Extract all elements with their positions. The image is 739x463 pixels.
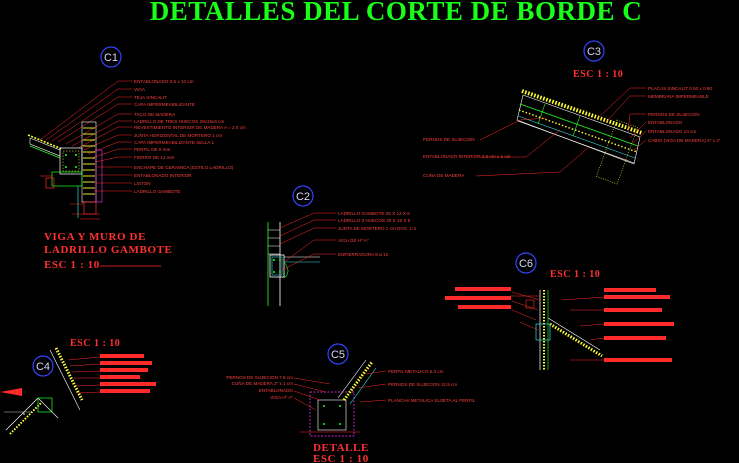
c5-note-left: ENTABLONADO — [259, 388, 294, 393]
c1-note: ENCHAPE DE CERAMICA (ESTILO LADRILLO) — [134, 165, 234, 170]
c3-leader-lines — [475, 87, 647, 177]
detail-c6: C6 ESC 1 : 10 — [445, 252, 674, 370]
c5-note-right: PERNOS DE SUJECION 12.5 cm — [388, 382, 457, 387]
c1-note: LADRILLO GAMBOTE — [134, 189, 180, 194]
c3-scale: ESC 1 : 10 — [573, 69, 623, 80]
c1-notes: ENTABLONADO 2.5 x 10 cm VIGA TEJA SINCAL… — [134, 79, 246, 194]
c3-roof-section — [516, 89, 643, 185]
c3-note-right: PLACAS SINCALIT 0.50 x 0.90 — [648, 86, 712, 91]
detail-c3: C3 ESC 1 : 10 PLACAS SINCALIT 0.50 x 0.9… — [423, 40, 721, 185]
c2-note: VIGA DE Hº Aº — [338, 238, 369, 243]
c3-note-right: PERNOS DE SUJECION — [648, 112, 700, 117]
c1-note: REVESTIMIENTO INTERIOR DE MADERA e = 2.0… — [134, 125, 246, 130]
c3-note-right: CABIO (VIGA DE MADERA) 6" x 3" — [648, 138, 721, 143]
c1-note: JUNTA HORIZONTAL DE MORTERO 1 cm — [134, 133, 222, 138]
c5-note-left: VIGA Hº Aº — [270, 395, 293, 400]
c2-note: LADRILLO 3 HUECOS 25 X 15 X 6 — [338, 218, 411, 223]
detail-bubble-c1-label: C1 — [104, 52, 118, 64]
c1-note: LISTON — [134, 181, 151, 186]
detail-bubble-c2-label: C2 — [296, 191, 310, 203]
c1-note: CAPA IMPERMEABILIZANTE — [134, 102, 195, 107]
c2-section-drawing — [267, 222, 320, 306]
c6-leader-lines — [511, 291, 605, 361]
detail-c4: C4 ESC 1 : 10 — [0, 338, 156, 435]
c1-caption-line2: LADRILLO GAMBOTE — [44, 244, 172, 256]
c2-leader-lines — [279, 212, 336, 271]
c4-leader-lines — [67, 356, 101, 394]
c5-caption-line1: DETALLE — [313, 442, 369, 454]
c1-section-drawing — [27, 121, 103, 220]
c1-scale: ESC 1 : 10 — [44, 259, 100, 271]
detail-bubble-c1-circle — [100, 46, 122, 68]
c1-note: PERFIL DE 6 mm — [134, 147, 171, 152]
c4-section-drawing — [0, 347, 84, 435]
c1-note: CAPA IMPERMEABILIZANTE SELLA 1 — [134, 140, 215, 145]
detail-bubble-c6-label: C6 — [519, 258, 533, 270]
detail-c2: C2 LADRILLO GAMBOTE 25 X 12 X 6 LADRILLO — [267, 185, 416, 306]
c1-note: ENTABLONADO INTERIOR — [134, 173, 192, 178]
c1-note: TACO DE MADERA — [134, 112, 176, 117]
c3-note-left: ENTABLONADO INTERIOR 2.0 cm x 1 cm — [423, 154, 511, 159]
detail-bubble-c3-circle — [583, 40, 605, 62]
detail-bubble-c5-label: C5 — [331, 349, 345, 361]
c4-scale: ESC 1 : 10 — [70, 338, 120, 349]
detail-bubble-c4-label: C4 — [36, 361, 50, 373]
c4-label-bars — [100, 354, 156, 393]
c3-note-left: PERNOS DE SUJECION — [423, 137, 475, 142]
c2-note: LADRILLO GAMBOTE 25 X 12 X 6 — [338, 211, 410, 216]
detail-bubble-c3-label: C3 — [587, 46, 601, 58]
c1-leader-lines — [39, 80, 132, 192]
c3-note-right: ENTABLONADO 10 cm — [648, 129, 696, 134]
c6-scale: ESC 1 : 10 — [550, 269, 600, 280]
c3-note-left: CUÑA DE MADERA — [423, 172, 465, 178]
c5-note-right: PERFIL METALICO 5.3 cm — [388, 369, 444, 374]
c5-note-left: CUÑA DE MADERA 2" x 1 cm — [232, 380, 294, 386]
detail-bubble-c2-circle — [292, 185, 314, 207]
c1-note: LADRILLO DE TRES HUECOS 25x15x6 cm — [134, 119, 224, 124]
detail-bubble-c4-circle — [32, 355, 54, 377]
c5-section-drawing — [300, 359, 377, 437]
detail-c5: C5 PERNOS DE SUJECION 7.5 cm CUÑA DE MAD… — [226, 343, 476, 463]
detail-bubble-c6-circle — [515, 252, 537, 274]
c6-section-drawing — [510, 290, 603, 370]
c1-note: VIGA — [134, 87, 146, 92]
c2-note: ENFIERRADURA 8 ø 12 — [338, 252, 389, 257]
c6-label-bars — [445, 287, 674, 362]
c1-note: FIERRO DE 12 mm — [134, 155, 175, 160]
c1-note: ENTABLONADO 2.5 x 10 cm — [134, 79, 194, 84]
c1-caption-line1: VIGA Y MURO DE — [44, 231, 146, 243]
drawing-title: DETALLES DEL CORTE DE BORDE C — [150, 0, 642, 26]
c1-note: TEJA SINCALIT — [134, 95, 167, 100]
c2-note: JUNTA DE MORTERO 1 cm DOS. 1:3 — [338, 226, 416, 231]
c3-note-right: ENTABLONADO — [648, 120, 683, 125]
detail-c1: C1 ENTABLONADO 2.5 x 10 cm VIGA TEJA SIN… — [27, 46, 246, 271]
c5-note-right: PLANCHA METALICA SUJETA AL PERFIL — [388, 398, 476, 403]
c5-scale: ESC 1 : 10 — [313, 453, 369, 463]
c5-note-left: PERNOS DE SUJECION 7.5 cm — [226, 375, 293, 380]
c5-leader-lines — [293, 370, 387, 411]
detail-bubble-c5-circle — [327, 343, 349, 365]
c3-note-right: MEMBRANA IMPERMEABLE — [648, 94, 709, 99]
